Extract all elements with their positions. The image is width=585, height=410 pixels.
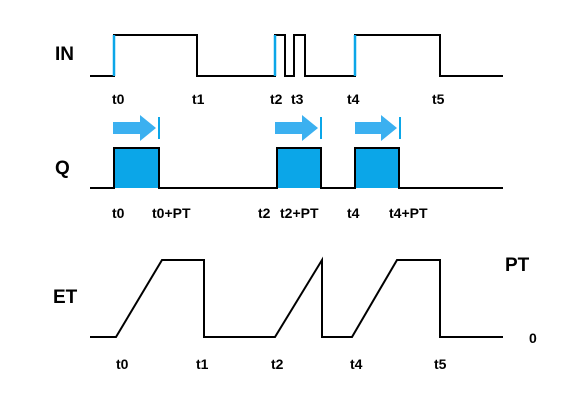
in-time-label: t4 — [347, 91, 360, 107]
zero-level-label: 0 — [529, 330, 537, 346]
in-time-label: t3 — [291, 91, 304, 107]
q-time-label: t4 — [347, 205, 360, 221]
q-pulse-fill — [355, 148, 399, 188]
pt-arrow-1 — [113, 115, 160, 141]
q-time-label: t2 — [258, 205, 271, 221]
q-time-label: t2+PT — [280, 205, 319, 221]
q-pulse-fill — [277, 148, 321, 188]
et-time-label: t2 — [271, 356, 284, 372]
et-signal-trace — [90, 256, 503, 338]
arrow-right-icon — [355, 115, 397, 141]
pt-arrow-3 — [355, 115, 401, 141]
in-time-labels: t0 t1 t2 t3 t4 t5 — [112, 91, 445, 107]
et-time-labels: t0 t1 t2 t4 t5 — [116, 356, 447, 372]
et-time-label: t0 — [116, 356, 129, 372]
pt-arrow-2 — [275, 115, 322, 141]
et-time-label: t4 — [350, 356, 363, 372]
q-time-labels: t0 t0+PT t2 t2+PT t4 t4+PT — [112, 205, 428, 221]
in-time-label: t2 — [270, 91, 283, 107]
et-time-label: t1 — [196, 356, 209, 372]
et-waveform — [90, 256, 503, 338]
arrow-right-icon — [275, 115, 318, 141]
q-pulse-fill — [114, 148, 159, 188]
q-signal-label: Q — [55, 158, 70, 179]
q-time-label: t0+PT — [152, 205, 191, 221]
pt-level-label: PT — [505, 255, 530, 276]
in-signal-trace — [90, 34, 503, 77]
q-time-label: t4+PT — [389, 205, 428, 221]
q-time-label: t0 — [112, 205, 125, 221]
in-time-label: t1 — [192, 91, 205, 107]
et-time-label: t5 — [434, 356, 447, 372]
q-waveform — [90, 147, 503, 189]
arrow-right-icon — [113, 115, 156, 141]
in-time-label: t0 — [112, 91, 125, 107]
in-waveform — [90, 34, 503, 77]
in-time-label: t5 — [432, 91, 445, 107]
q-signal-trace — [90, 147, 503, 189]
pt-duration-arrows — [113, 115, 401, 141]
in-signal-label: IN — [55, 44, 74, 65]
et-signal-label: ET — [53, 287, 78, 308]
